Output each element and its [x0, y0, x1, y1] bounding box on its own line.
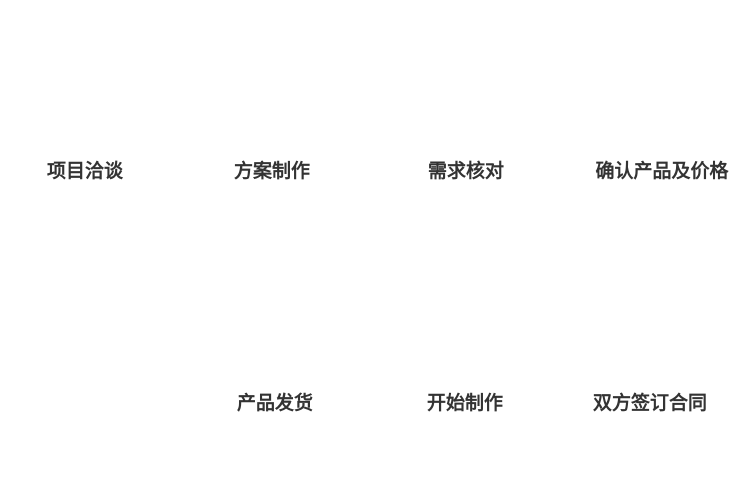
flow-step-label-product-shipping: 产品发货	[236, 393, 314, 414]
flow-step-label-project-negotiation: 项目洽谈	[46, 161, 124, 182]
flow-step-label-start-production: 开始制作	[426, 393, 504, 414]
flow-step-label-sign-contract: 双方签订合同	[592, 393, 708, 414]
flow-step-label-proposal-creation: 方案制作	[233, 161, 311, 182]
flow-step-label-requirements-check: 需求核对	[427, 161, 505, 182]
flow-step-label-confirm-product-price: 确认产品及价格	[595, 161, 729, 182]
